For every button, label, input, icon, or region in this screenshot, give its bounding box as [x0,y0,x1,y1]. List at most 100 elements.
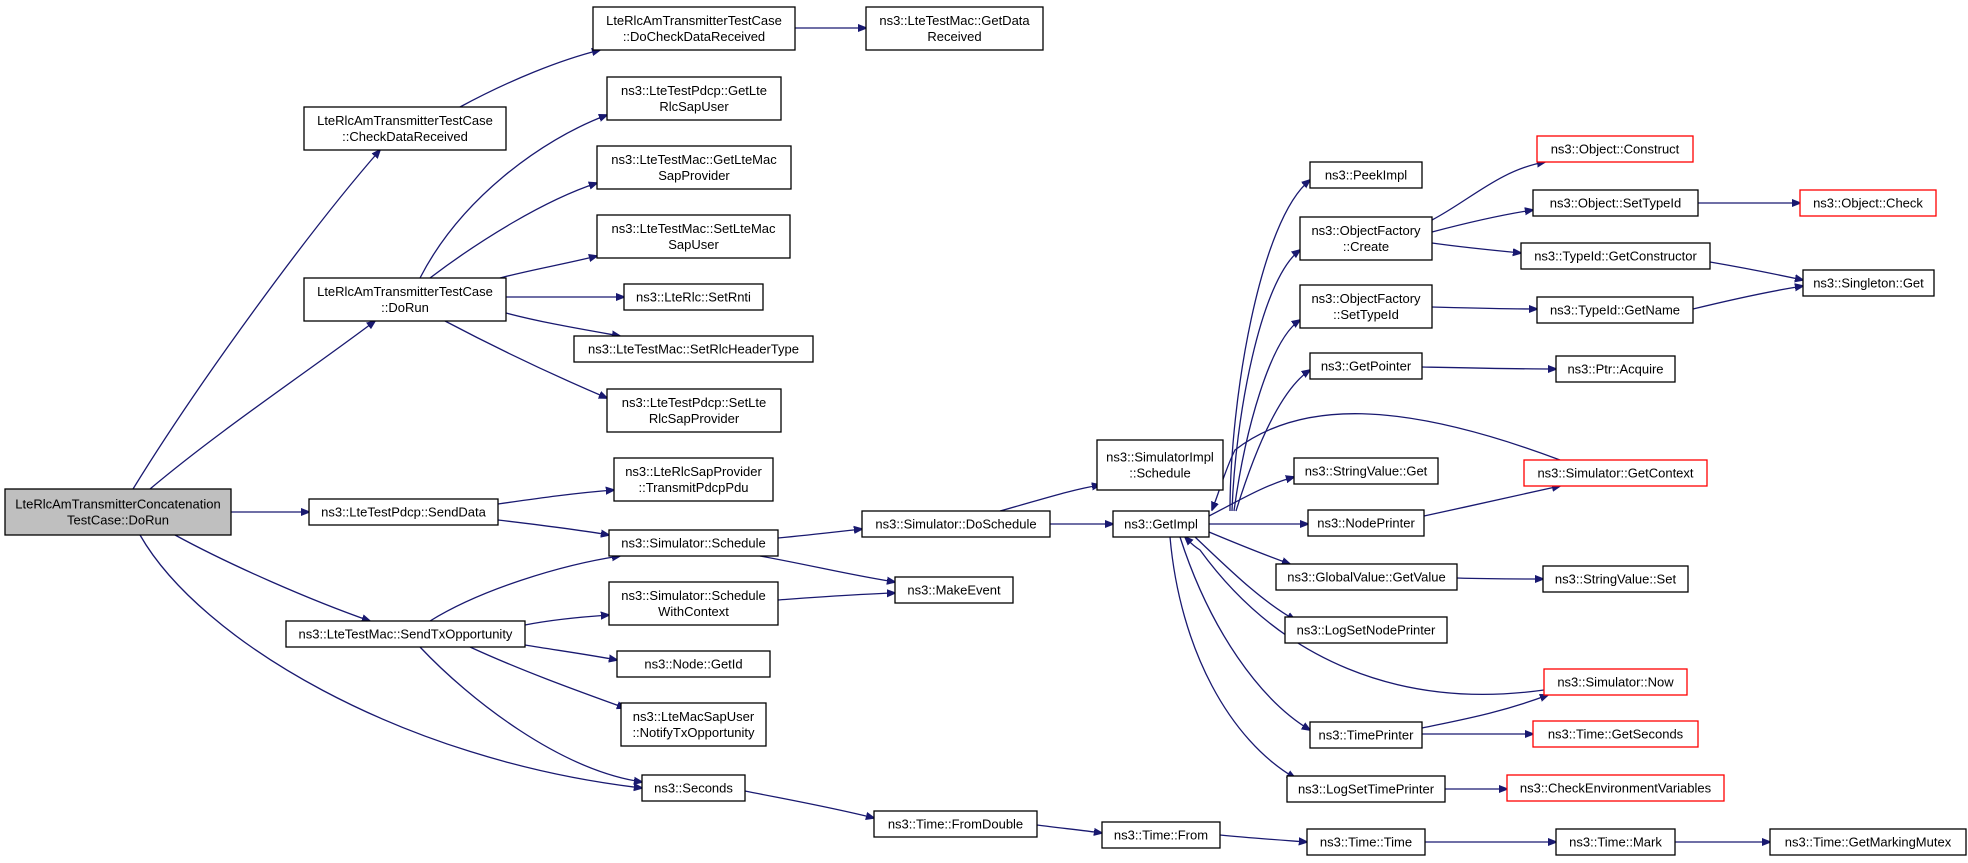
node-ptr-acquire[interactable]: ns3::Ptr::Acquire [1555,355,1676,383]
node-get-pointer[interactable]: ns3::GetPointer [1309,352,1423,380]
edge-type-id-get-name-to-singleton-get [1692,286,1803,310]
node-box [573,335,814,363]
node-send-data[interactable]: ns3::LteTestPdcp::SendData [308,498,499,526]
node-time-from-double[interactable]: ns3::Time::FromDouble [873,810,1038,838]
node-check-data-received[interactable]: LteRlcAmTransmitterTestCase::CheckDataRe… [303,106,507,151]
node-time-printer[interactable]: ns3::TimePrinter [1309,721,1423,749]
node-do-run[interactable]: LteRlcAmTransmitterTestCase::DoRun [303,277,507,322]
node-box [1286,775,1446,803]
node-label-line: ::Create [1343,239,1389,254]
node-box [1284,616,1448,644]
node-box [1309,352,1423,380]
edge-type-id-get-constructor-to-singleton-get [1709,261,1803,280]
node-object-construct[interactable]: ns3::Object::Construct [1536,135,1694,163]
node-box [1532,720,1699,748]
edge-time-from-to-time-time [1219,834,1307,842]
edge-send-tx-opportunity-to-notify-tx-opportunity [469,646,625,708]
node-time-get-seconds[interactable]: ns3::Time::GetSeconds [1532,720,1699,748]
node-box [1769,828,1967,856]
node-box [1555,828,1676,856]
node-singleton-get[interactable]: ns3::Singleton::Get [1802,269,1935,297]
node-do-schedule[interactable]: ns3::Simulator::DoSchedule [861,510,1051,538]
node-label-line: ::CheckDataReceived [342,129,468,144]
node-node-printer[interactable]: ns3::NodePrinter [1307,509,1425,537]
node-make-event[interactable]: ns3::MakeEvent [894,576,1014,604]
node-label-line: ns3::TimePrinter [1319,728,1415,743]
node-box [608,529,779,557]
node-label-line: ns3::ObjectFactory [1311,223,1421,238]
node-set-rnti[interactable]: ns3::LteRlc::SetRnti [623,283,764,311]
node-root[interactable]: LteRlcAmTransmitterConcatenationTestCase… [4,488,232,536]
node-box [1299,216,1433,261]
node-object-set-type-id[interactable]: ns3::Object::SetTypeId [1532,189,1699,217]
node-type-id-get-name[interactable]: ns3::TypeId::GetName [1536,296,1694,324]
edge-get-impl-to-log-set-time-printer [1169,536,1295,778]
node-box [303,277,507,322]
node-box [1542,565,1689,593]
node-simulator-get-context[interactable]: ns3::Simulator::GetContext [1523,459,1708,487]
node-notify-tx-opportunity[interactable]: ns3::LteMacSapUser::NotifyTxOpportunity [620,702,767,747]
node-log-set-node-printer[interactable]: ns3::LogSetNodePrinter [1284,616,1448,644]
node-log-set-time-printer[interactable]: ns3::LogSetTimePrinter [1286,775,1446,803]
node-box [1306,828,1426,856]
node-box [641,774,746,802]
node-label-line: ns3::SimulatorImpl [1106,450,1214,465]
node-box [285,620,526,648]
node-label-line: ns3::Ptr::Acquire [1567,362,1663,377]
node-label-line: ns3::MakeEvent [907,583,1001,598]
node-time-mark[interactable]: ns3::Time::Mark [1555,828,1676,856]
node-set-rlc-header-type[interactable]: ns3::LteTestMac::SetRlcHeaderType [573,335,814,363]
node-box [606,388,782,433]
node-label-line: ns3::PeekImpl [1325,168,1407,183]
node-label-line: LteRlcAmTransmitterConcatenation [15,497,220,512]
node-label-line: ns3::GlobalValue::GetValue [1287,570,1446,585]
node-transmit-pdcp-pdu[interactable]: ns3::LteRlcSapProvider::TransmitPdcpPdu [613,457,774,502]
edge-get-impl-to-get-pointer [1235,370,1310,512]
node-label-line: ::DoRun [381,300,429,315]
node-object-check[interactable]: ns3::Object::Check [1799,189,1937,217]
node-box [303,106,507,151]
node-label-line: ns3::Time::GetMarkingMutex [1785,835,1952,850]
node-seconds[interactable]: ns3::Seconds [641,774,746,802]
node-string-value-set[interactable]: ns3::StringValue::Set [1542,565,1689,593]
edge-object-factory-create-to-type-id-get-constructor [1431,242,1521,253]
node-label-line: LteRlcAmTransmitterTestCase [606,13,782,28]
node-do-check-data-received[interactable]: LteRlcAmTransmitterTestCase::DoCheckData… [592,6,796,51]
node-label-line: ns3::Simulator::GetContext [1537,466,1693,481]
node-box [596,214,791,259]
node-peek-impl[interactable]: ns3::PeekImpl [1309,161,1423,189]
node-get-impl[interactable]: ns3::GetImpl [1112,510,1210,538]
node-node-get-id[interactable]: ns3::Node::GetId [616,650,771,678]
edges-layer [132,28,1803,842]
node-simulator-schedule[interactable]: ns3::Simulator::Schedule [608,529,779,557]
node-object-factory-set-type-id[interactable]: ns3::ObjectFactory::SetTypeId [1299,284,1433,329]
node-time-get-marking-mutex[interactable]: ns3::Time::GetMarkingMutex [1769,828,1967,856]
edge-do-schedule-to-simulator-impl-schedule [999,485,1100,512]
edge-send-tx-opportunity-to-simulator-schedule [429,556,620,622]
node-object-factory-create[interactable]: ns3::ObjectFactory::Create [1299,216,1433,261]
edge-object-factory-create-to-object-construct [1431,162,1545,221]
node-string-value-get[interactable]: ns3::StringValue::Get [1293,457,1439,485]
node-label-line: ns3::LteTestPdcp::SendData [321,505,487,520]
node-global-value-get-value[interactable]: ns3::GlobalValue::GetValue [1275,563,1458,591]
node-send-tx-opportunity[interactable]: ns3::LteTestMac::SendTxOpportunity [285,620,526,648]
node-box [613,457,774,502]
node-simulator-impl-schedule[interactable]: ns3::SimulatorImpl::Schedule [1096,439,1224,491]
node-time-time[interactable]: ns3::Time::Time [1306,828,1426,856]
edge-get-impl-to-peek-impl [1229,180,1310,512]
node-box [1506,774,1725,802]
node-check-environment-variables[interactable]: ns3::CheckEnvironmentVariables [1506,774,1725,802]
node-label-line: ns3::StringValue::Set [1555,572,1677,587]
node-type-id-get-constructor[interactable]: ns3::TypeId::GetConstructor [1520,242,1711,270]
node-simulator-now[interactable]: ns3::Simulator::Now [1543,668,1688,696]
edge-get-impl-to-global-value-get-value [1208,531,1290,564]
node-label-line: ns3::Time::Mark [1569,835,1662,850]
edge-send-data-to-simulator-schedule [497,519,609,535]
node-time-from[interactable]: ns3::Time::From [1101,821,1221,849]
